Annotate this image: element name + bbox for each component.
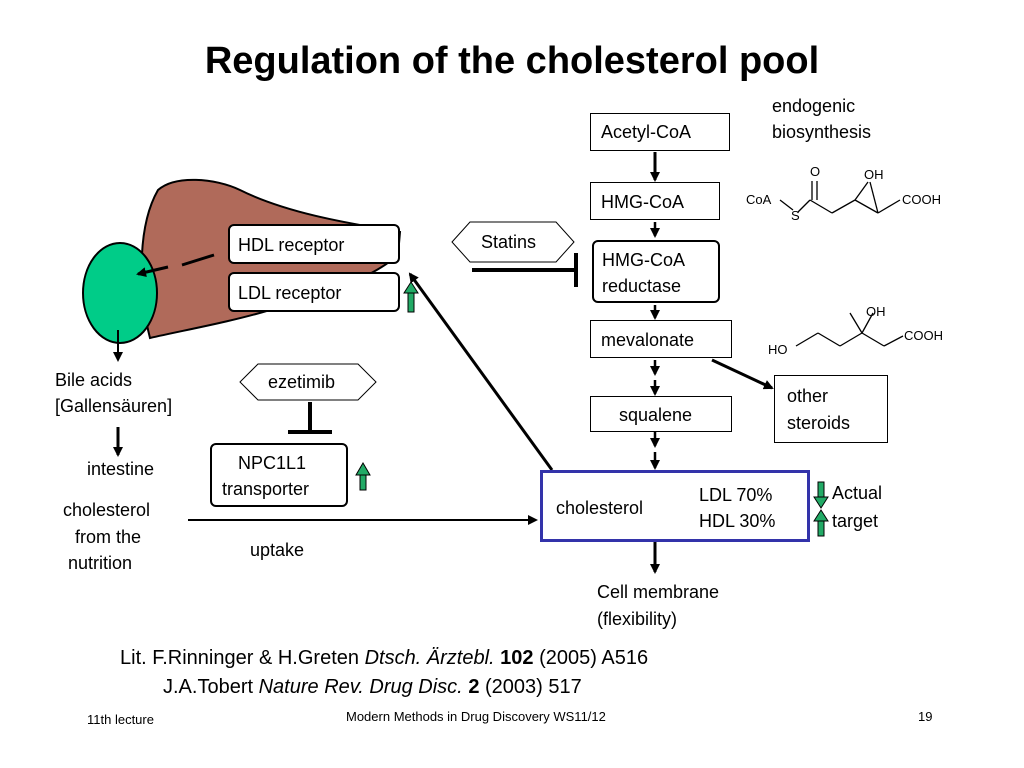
arrow-other-steroids xyxy=(711,358,774,390)
footer-page-number: 19 xyxy=(918,709,933,724)
cholesterol-box: cholesterol LDL 70% HDL 30% xyxy=(540,470,810,542)
statins-label: Statins xyxy=(481,232,537,252)
reference-1: Lit. F.Rinninger & H.Greten Dtsch. Ärzte… xyxy=(120,647,648,670)
target-label: target xyxy=(832,511,879,531)
hdl-receptor-label: HDL receptor xyxy=(238,235,345,255)
bile-acids-label-1: Bile acids xyxy=(55,370,133,390)
squalene-box: squalene xyxy=(590,396,732,432)
hmg-coa-box: HMG-CoA xyxy=(590,182,720,220)
hdl-up-arrow xyxy=(813,509,829,537)
footer-course: Modern Methods in Drug Discovery WS11/12 xyxy=(346,709,606,724)
ref1-rest: (2005) A516 xyxy=(533,647,649,669)
other-steroids-label-1: other xyxy=(787,386,829,406)
statins-hexagon xyxy=(451,221,575,263)
ref2-volume: 2 xyxy=(468,676,480,698)
uptake-label: uptake xyxy=(250,540,305,560)
intestine-label: intestine xyxy=(87,459,155,479)
ref1-authors: Lit. F.Rinninger & H.Greten xyxy=(120,647,365,669)
ldl-receptor-up-arrow xyxy=(403,281,419,313)
gallbladder-shape xyxy=(82,242,158,344)
squalene-label: squalene xyxy=(619,405,693,425)
ldl-receptor-box: LDL receptor xyxy=(228,272,400,312)
reductase-label-1: HMG-CoA xyxy=(602,250,686,270)
hmg-s-atom: S xyxy=(791,208,800,223)
diet-label-1: cholesterol xyxy=(63,500,151,520)
ezetimib-label: ezetimib xyxy=(268,372,336,392)
cell-membrane-label-1: Cell membrane xyxy=(597,582,720,602)
hdl-receptor-box: HDL receptor xyxy=(228,224,400,264)
ref2-rest: (2003) 517 xyxy=(479,676,582,698)
hmg-coa-label: HMG-CoA xyxy=(601,192,685,212)
npc1l1-up-arrow xyxy=(355,462,371,491)
endogenic-label-1: endogenic xyxy=(772,96,856,116)
hmg-o-atom: O xyxy=(810,164,821,179)
other-steroids-label-2: steroids xyxy=(787,413,851,433)
ref2-authors: J.A.Tobert xyxy=(163,676,259,698)
liver-arrow-1 xyxy=(181,253,215,267)
ezetimib-hexagon xyxy=(239,363,377,401)
acetyl-coa-box: Acetyl-CoA xyxy=(590,113,730,151)
hmg-coa-structure xyxy=(779,181,901,214)
reference-2: J.A.Tobert Nature Rev. Drug Disc. 2 (200… xyxy=(163,676,582,699)
actual-label: Actual xyxy=(832,483,883,503)
ldl-down-arrow xyxy=(813,481,829,509)
mevalonate-label: mevalonate xyxy=(601,330,695,350)
mev-oh-atom: OH xyxy=(866,304,886,319)
cholesterol-label: cholesterol xyxy=(556,498,644,518)
hmg-coa-reductase-box: HMG-CoA reductase xyxy=(592,240,720,303)
cell-membrane-label-2: (flexibility) xyxy=(597,609,678,629)
hdl-percent: HDL 30% xyxy=(699,511,776,531)
npc1l1-box: NPC1L1 transporter xyxy=(210,443,348,507)
mevalonate-structure xyxy=(795,312,904,347)
reductase-label-2: reductase xyxy=(602,276,682,296)
npc1l1-label-1: NPC1L1 xyxy=(238,453,307,473)
mev-ho-atom: HO xyxy=(768,342,788,357)
diet-label-2: from the xyxy=(75,527,142,547)
ldl-percent: LDL 70% xyxy=(699,485,773,505)
ldl-receptor-label: LDL receptor xyxy=(238,283,342,303)
hmg-oh-atom: OH xyxy=(864,167,884,182)
other-steroids-box: other steroids xyxy=(774,375,888,443)
mev-cooh-atom: COOH xyxy=(904,328,943,343)
ref1-volume: 102 xyxy=(500,647,534,669)
npc1l1-label-2: transporter xyxy=(222,479,310,499)
mevalonate-box: mevalonate xyxy=(590,320,732,358)
hmg-coa-atom: CoA xyxy=(746,192,772,207)
page-title: Regulation of the cholesterol pool xyxy=(204,40,820,82)
endogenic-label-2: biosynthesis xyxy=(772,122,872,142)
bile-acids-label-2: [Gallensäuren] xyxy=(55,396,173,416)
ref1-journal: Dtsch. Ärztebl. xyxy=(364,647,495,669)
hmg-cooh-atom: COOH xyxy=(902,192,941,207)
ref2-journal: Nature Rev. Drug Disc. xyxy=(258,676,463,698)
diet-label-3: nutrition xyxy=(68,553,133,573)
cholesterol-to-receptor-arrow xyxy=(408,272,554,471)
liver-arrow-2 xyxy=(136,265,169,278)
footer-lecture: 11th lecture xyxy=(87,712,154,727)
acetyl-coa-label: Acetyl-CoA xyxy=(601,122,692,142)
